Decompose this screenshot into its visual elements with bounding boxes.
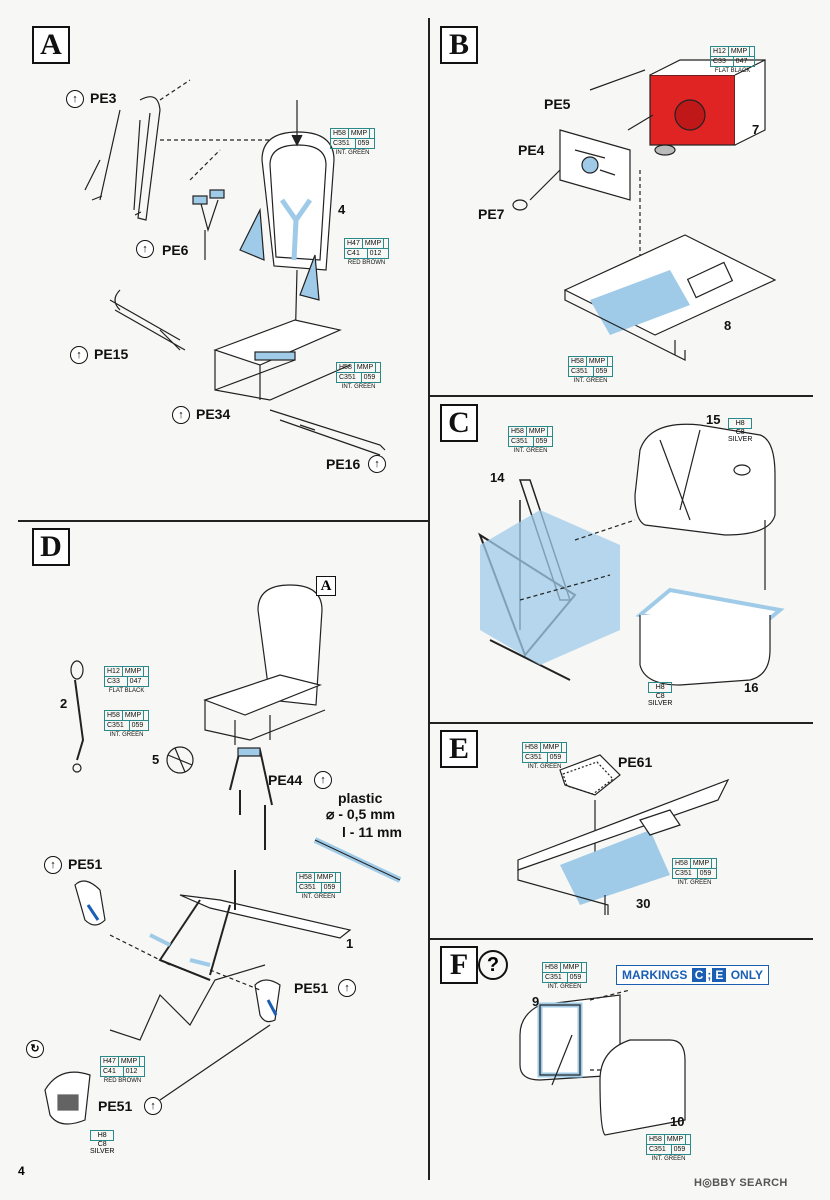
label-pe61: PE61 xyxy=(618,754,653,770)
part-number-10: 10 xyxy=(670,1114,685,1129)
divider-right-1 xyxy=(428,395,813,397)
label-plastic-length: l - 11 mm xyxy=(342,824,402,840)
bend-icon-pe34: ↑ xyxy=(172,406,190,424)
part-number-15: 15 xyxy=(706,412,721,427)
step-b-box: B xyxy=(440,26,478,64)
part-number-9: 9 xyxy=(532,994,540,1009)
part-number-2: 2 xyxy=(60,696,68,711)
label-pe16: PE16 xyxy=(326,456,361,472)
rotate-icon: ↻ xyxy=(26,1040,44,1058)
label-pe5: PE5 xyxy=(544,96,571,112)
label-plastic-diameter: ⌀ - 0,5 mm xyxy=(326,806,396,822)
watermark: H◎BBY SEARCH xyxy=(694,1177,788,1189)
label-pe15: PE15 xyxy=(94,346,129,362)
part-number-14: 14 xyxy=(490,470,505,485)
label-pe34: PE34 xyxy=(196,406,231,422)
divider-right-3 xyxy=(428,938,813,940)
part-number-5: 5 xyxy=(152,752,160,767)
divider-vertical xyxy=(428,18,430,1180)
label-pe4: PE4 xyxy=(518,142,545,158)
sub-step-a-box: A xyxy=(316,576,336,596)
step-a-box: A xyxy=(32,26,70,64)
markings-note: MARKINGS C;E ONLY xyxy=(616,965,769,985)
page-number: 4 xyxy=(18,1164,25,1178)
part-number-7: 7 xyxy=(752,122,760,137)
step-e-box: E xyxy=(440,730,478,768)
bend-icon-pe3: ↑ xyxy=(66,90,84,108)
part-number-16: 16 xyxy=(744,680,759,695)
divider-left-mid xyxy=(18,520,428,522)
part-number-8: 8 xyxy=(724,318,732,333)
label-pe51c: PE51 xyxy=(98,1098,133,1114)
step-f-box: F xyxy=(440,946,478,984)
label-pe51b: PE51 xyxy=(294,980,329,996)
label-pe3: PE3 xyxy=(90,90,117,106)
paint-callout-c2: H8 C8 SILVER xyxy=(728,418,753,443)
part-number-1: 1 xyxy=(346,936,354,951)
paint-callout-d5: H8 C8 SILVER xyxy=(90,1130,115,1155)
bend-icon-pe51a: ↑ xyxy=(44,856,62,874)
part-number-30: 30 xyxy=(636,896,651,911)
label-pe6: PE6 xyxy=(162,242,189,258)
bend-icon-pe16: ↑ xyxy=(368,455,386,473)
label-plastic: plastic xyxy=(338,790,383,806)
bend-icon-pe44: ↑ xyxy=(314,771,332,789)
part-number-4: 4 xyxy=(338,202,346,217)
bend-icon-pe6: ↑ xyxy=(136,240,154,258)
label-pe7: PE7 xyxy=(478,206,505,222)
divider-right-2 xyxy=(428,722,813,724)
step-d-box: D xyxy=(32,528,70,566)
question-mark-icon: ? xyxy=(478,950,508,980)
paint-callout-c3: H8 C8 SILVER xyxy=(648,682,673,707)
bend-icon-pe51c: ↑ xyxy=(144,1097,162,1115)
step-c-box: C xyxy=(440,404,478,442)
label-pe44: PE44 xyxy=(268,772,303,788)
bend-icon-pe15: ↑ xyxy=(70,346,88,364)
bend-icon-pe51b: ↑ xyxy=(338,979,356,997)
label-pe51a: PE51 xyxy=(68,856,103,872)
